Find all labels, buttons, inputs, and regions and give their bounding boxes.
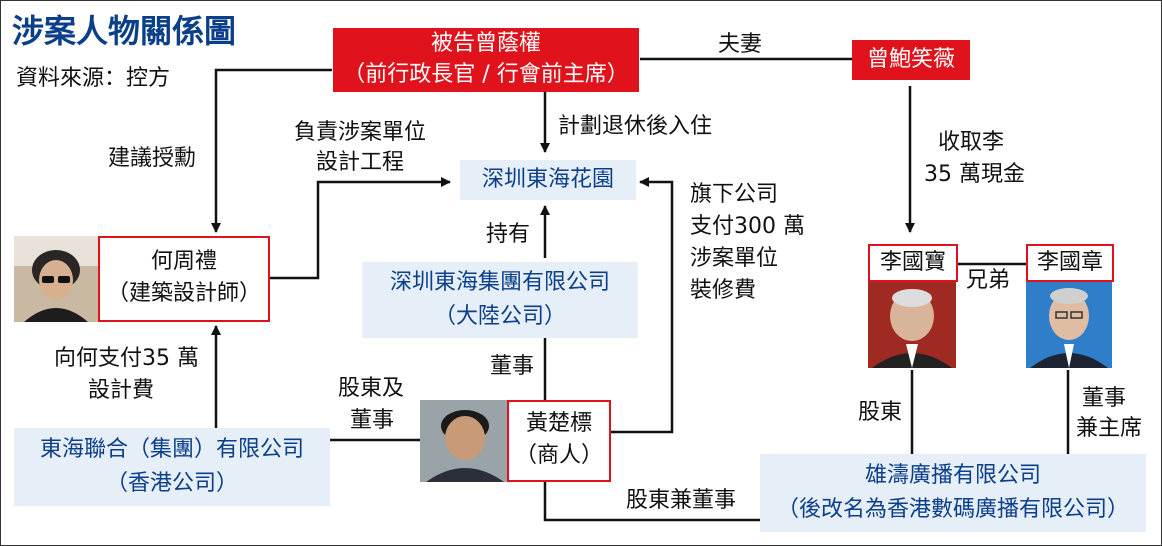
label-shareholder-and-director: 股東兼董事 (626, 488, 737, 513)
label-shareholder-director-1: 股東及 (338, 376, 405, 401)
li-kuo-cheung-photo (1026, 282, 1112, 368)
label-director-chair-1: 董事 (1082, 386, 1127, 411)
label-paid-architect-1: 向何支付35 萬 (54, 346, 199, 371)
architect-photo (14, 236, 98, 322)
label-recommend-honor: 建議授勳 (108, 146, 197, 171)
broadcaster-name: 雄濤廣播有限公司 (864, 463, 1041, 488)
arrow-recommend-honor (211, 68, 332, 233)
label-director: 董事 (490, 354, 535, 379)
hk-company-name: 東海聯合（集團）有限公司 (39, 437, 304, 462)
businessman-title: （商人） (514, 443, 603, 468)
label-holds: 持有 (486, 222, 531, 247)
hk-company-note: （香港公司） (105, 471, 238, 496)
label-design-1: 負責涉案單位 (294, 120, 427, 145)
line-shareholder-and-director (543, 478, 760, 522)
businessman-photo (420, 400, 510, 482)
source-note: 資料來源：控方 (16, 66, 171, 91)
node-garden: 深圳東海花園 (460, 160, 636, 200)
businessman-photo-image (420, 400, 510, 482)
label-subsidiary-3: 涉案單位 (690, 246, 779, 271)
arrow-design (270, 177, 451, 280)
label-director-chair-2: 兼主席 (1076, 416, 1143, 441)
label-subsidiary-4: 裝修費 (690, 278, 757, 303)
defendant-name: 被告曾蔭權 (430, 31, 541, 56)
node-shenzhen-group: 深圳東海集團有限公司 （大陸公司） (362, 262, 638, 338)
architect-photo-image (14, 236, 98, 322)
label-subsidiary-1: 旗下公司 (690, 182, 779, 207)
node-defendant: 被告曾蔭權 （前行政長官 / 行會前主席） (333, 28, 639, 92)
node-businessman: 黃楚標 （商人） (507, 400, 611, 482)
label-plan-retire: 計劃退休後入住 (558, 114, 713, 139)
shenzhen-group-note: （大陸公司） (433, 304, 566, 329)
label-design-2: 設計工程 (316, 150, 405, 175)
label-shareholder-director-2: 董事 (350, 408, 395, 433)
architect-name: 何周禮 (150, 249, 217, 274)
node-hk-company: 東海聯合（集團）有限公司 （香港公司） (14, 428, 330, 506)
label-brothers: 兄弟 (966, 268, 1011, 293)
label-received-1: 收取李 (938, 130, 1005, 155)
li-kuo-cheung-photo-image (1026, 282, 1112, 368)
node-li-kuo-pao: 李國寶 (868, 244, 958, 282)
defendant-title: （前行政長官 / 行會前主席） (343, 62, 629, 87)
broadcaster-note: （後改名為香港數碼廣播有限公司） (776, 497, 1129, 522)
node-architect: 何周禮 （建築設計師） (98, 236, 270, 322)
page-title: 涉案人物關係圖 (12, 12, 237, 50)
label-paid-architect-2: 設計費 (88, 378, 155, 403)
li-kuo-pao-photo (868, 282, 956, 368)
node-broadcaster: 雄濤廣播有限公司 （後改名為香港數碼廣播有限公司） (760, 454, 1146, 532)
label-spouses: 夫妻 (718, 32, 763, 57)
label-received-2: 35 萬現金 (924, 162, 1025, 187)
architect-title: （建築設計師） (106, 281, 261, 306)
businessman-name: 黃楚標 (525, 411, 592, 436)
shenzhen-group-name: 深圳東海集團有限公司 (389, 270, 610, 295)
li-kuo-pao-photo-image (868, 282, 956, 368)
label-shareholder: 股東 (858, 400, 903, 425)
node-wife: 曾鮑笑薇 (852, 40, 970, 80)
node-li-kuo-cheung: 李國章 (1026, 244, 1114, 282)
label-subsidiary-2: 支付300 萬 (690, 214, 805, 239)
arrow-subsidiary-pay (610, 177, 674, 434)
